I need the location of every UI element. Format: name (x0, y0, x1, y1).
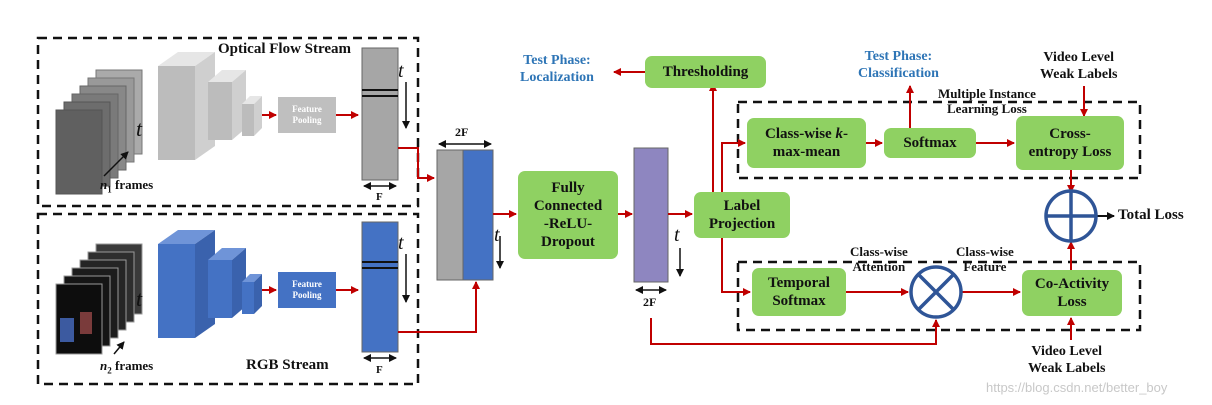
flow-pooling-label: Feature Pooling (292, 104, 322, 125)
rgb-frames-stack (55, 243, 143, 355)
flow-feature-column (361, 47, 399, 181)
embed-width-label: 2F (643, 295, 657, 309)
rgb-pooling-box (278, 272, 336, 308)
rgb-stream-title: RGB Stream (246, 357, 329, 373)
rgb-pooling-label: Feature Pooling (292, 279, 322, 300)
mil-title: Multiple Instance Learning Loss (938, 86, 1036, 116)
classwise-attention-label: Class-wise Attention (850, 244, 908, 274)
fc-relu-dropout-box: Fully Connected -ReLU- Dropout (518, 171, 618, 259)
rgb-time-label: t (398, 232, 404, 254)
thresholding-box: Thresholding (645, 56, 766, 88)
kmax-mean-box: Class-wise k- max-mean (747, 118, 866, 168)
concat-blue (462, 149, 494, 281)
flow-frames-label: n1 frames (100, 177, 154, 195)
test-classification-label: Test Phase: Classification (858, 49, 939, 81)
multiply-node (909, 265, 963, 319)
softmax-box: Softmax (884, 128, 976, 158)
concat-time-label: t (494, 224, 500, 246)
cross-entropy-box: Cross- entropy Loss (1016, 116, 1124, 170)
temporal-softmax-box: Temporal Softmax (752, 268, 846, 316)
flow-stream-frame (36, 36, 420, 208)
test-localization-label: Test Phase: Localization (520, 53, 594, 85)
label-projection-box: Label Projection (694, 192, 790, 238)
flow-frames-stack (55, 69, 143, 195)
rgb-cnn (158, 230, 262, 338)
sum-node (1044, 189, 1098, 243)
watermark: https://blog.csdn.net/better_boy (986, 380, 1168, 395)
embed-column (633, 147, 669, 283)
rgb-frames-label: n2 frames (100, 358, 154, 376)
rgb-feature-column (361, 221, 399, 353)
flow-frames-time: t (136, 116, 143, 141)
concat-gray (436, 149, 464, 281)
coactivity-loss-box: Co-Activity Loss (1022, 270, 1122, 316)
flow-time-label: t (398, 60, 404, 82)
classwise-feature-label: Class-wise Feature (956, 244, 1014, 274)
casl-frame (736, 260, 1142, 332)
flow-cnn (158, 52, 262, 160)
total-loss-label: Total Loss (1118, 207, 1184, 223)
weak-labels-bottom: Video Level Weak Labels (1028, 344, 1106, 376)
rgb-frames-time: t (136, 286, 143, 311)
weak-labels-top: Video Level Weak Labels (1040, 50, 1118, 82)
flow-width-label: F (376, 191, 383, 203)
flow-stream-title: Optical Flow Stream (218, 41, 352, 57)
rgb-frames-arrow (113, 341, 125, 355)
flow-frames-arrow (103, 151, 129, 177)
rgb-width-label: F (376, 364, 383, 376)
rgb-stream-frame (36, 212, 420, 386)
concat-width-label: 2F (455, 125, 469, 139)
embed-time-label: t (674, 224, 680, 246)
flow-pooling-box (278, 97, 336, 133)
